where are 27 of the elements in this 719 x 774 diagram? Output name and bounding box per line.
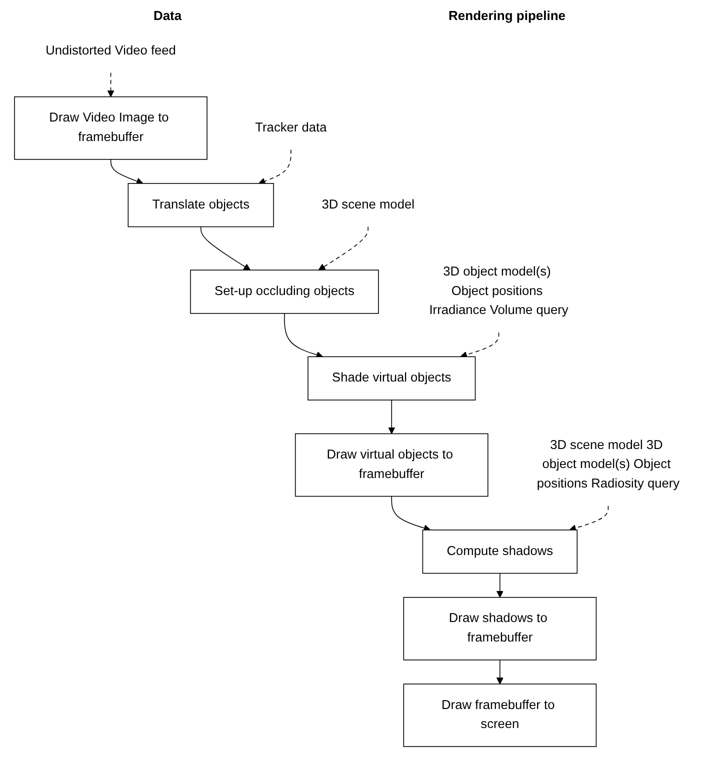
arrow — [496, 572, 504, 598]
node-box: Shade virtual objects — [308, 356, 476, 400]
arrow — [318, 226, 368, 270]
column-heading: Rendering pipeline — [448, 8, 566, 23]
arrow — [258, 149, 292, 185]
arrow — [107, 72, 114, 98]
node-text: Tracker data — [255, 120, 327, 135]
node-box: Draw shadows to framebuffer — [403, 596, 597, 660]
node-box: Set-up occluding objects — [190, 270, 379, 314]
node-box: Compute shadows — [422, 530, 578, 574]
node-box: Draw virtual objects to framebuffer — [294, 433, 488, 497]
arrow — [284, 313, 324, 358]
node-box: Draw framebuffer to screen — [403, 684, 597, 747]
node-box: Translate objects — [128, 183, 274, 228]
arrow — [391, 496, 431, 532]
node-text: 3D scene model 3D object model(s) Object positions Radiosity query — [536, 438, 680, 491]
column-heading: Data — [153, 8, 182, 23]
arrow — [388, 400, 396, 434]
arrow — [460, 332, 500, 358]
node-text: 3D scene model — [322, 198, 414, 212]
node-text: 3D object model(s) Object positions Irradiance Volume query — [429, 265, 568, 318]
arrow — [569, 506, 609, 532]
arrow — [110, 158, 144, 185]
node-box: Draw Video Image to framebuffer — [14, 96, 208, 160]
arrow — [200, 226, 251, 270]
node-text: Undistorted Video feed — [46, 44, 176, 58]
arrow — [496, 660, 504, 684]
